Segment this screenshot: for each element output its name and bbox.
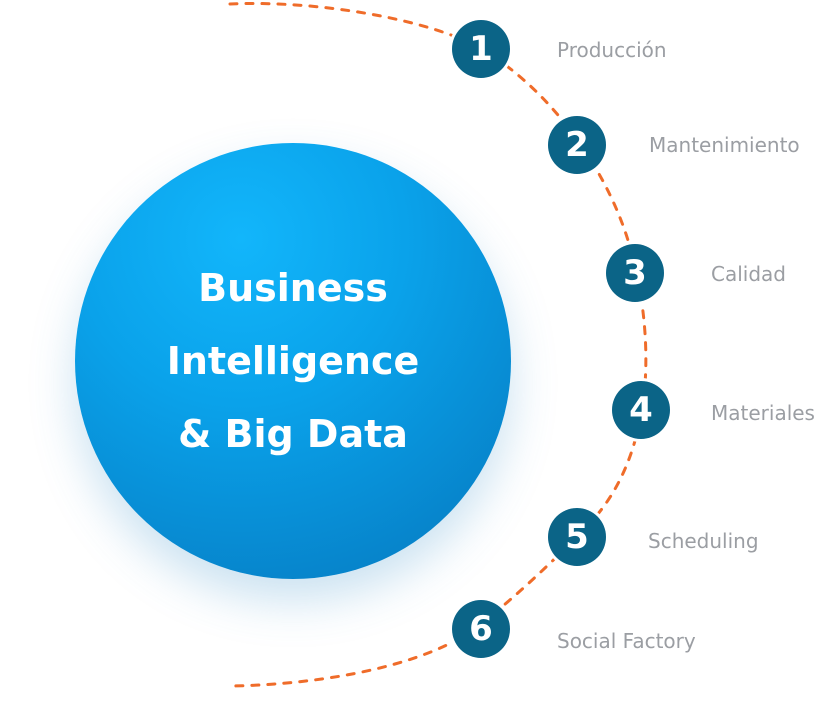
step-3-number-badge: 3 bbox=[606, 244, 664, 302]
hub-title: Business Intelligence & Big Data bbox=[75, 143, 511, 579]
step-2-label: Mantenimiento bbox=[649, 133, 800, 157]
hub-title-line-2: Intelligence bbox=[166, 338, 420, 383]
step-1-label: Producción bbox=[557, 38, 667, 62]
step-2: 2 bbox=[545, 113, 609, 177]
step-3-label: Calidad bbox=[711, 262, 786, 286]
step-2-number-badge: 2 bbox=[548, 116, 606, 174]
step-1-number-badge: 1 bbox=[452, 20, 510, 78]
hub-title-line-1: Business bbox=[198, 265, 388, 310]
step-6-number-badge: 6 bbox=[452, 600, 510, 658]
step-4: 4 bbox=[609, 378, 673, 442]
step-4-label: Materiales bbox=[711, 401, 815, 425]
step-4-number-badge: 4 bbox=[612, 381, 670, 439]
step-5-label: Scheduling bbox=[648, 529, 759, 553]
step-6-label: Social Factory bbox=[557, 629, 696, 653]
hub-circle bbox=[75, 143, 511, 579]
hub-title-line-3: & Big Data bbox=[178, 411, 408, 456]
step-3: 3 bbox=[603, 241, 667, 305]
step-5-number-badge: 5 bbox=[548, 508, 606, 566]
step-5: 5 bbox=[545, 505, 609, 569]
step-1: 1 bbox=[449, 17, 513, 81]
step-6: 6 bbox=[449, 597, 513, 661]
